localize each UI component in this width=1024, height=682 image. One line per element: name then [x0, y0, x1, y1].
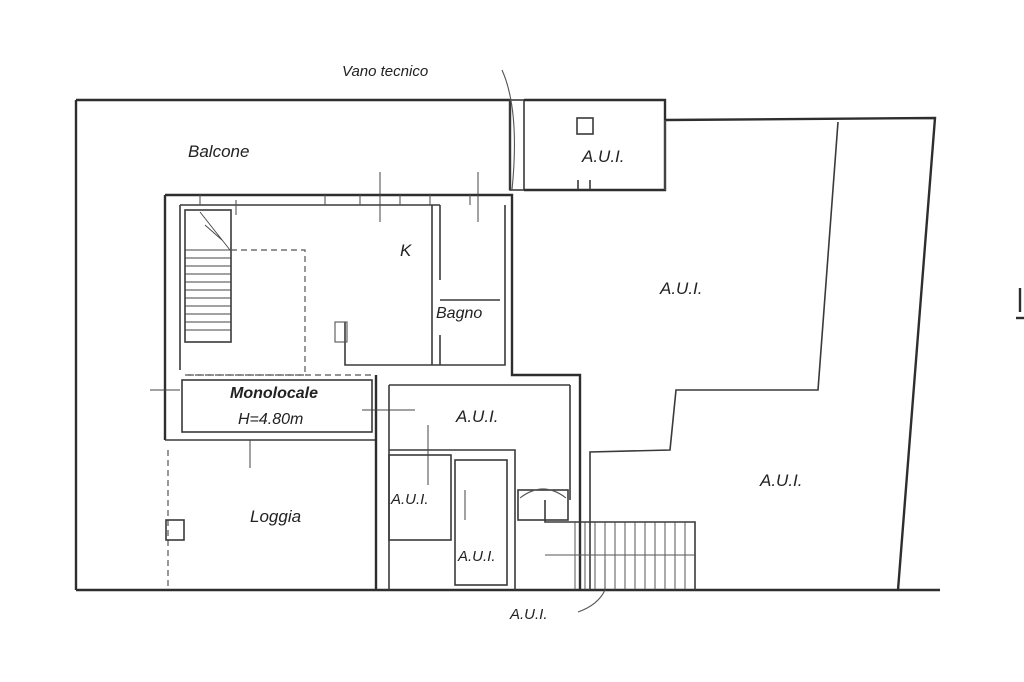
label-aui-bottom: A.U.I. [509, 606, 548, 623]
aui-small-rooms [388, 425, 516, 590]
label-aui-small-left: A.U.I. [390, 491, 429, 508]
outer-walls [74, 98, 940, 592]
stair-lower [517, 488, 696, 613]
aui-top-room [524, 98, 667, 192]
label-vano-tecnico: Vano tecnico [342, 63, 428, 80]
stair-upper [184, 195, 237, 343]
mezzanine-outline [185, 249, 375, 376]
aui-big-area [589, 116, 937, 591]
label-aui-center: A.U.I. [455, 407, 499, 426]
label-loggia: Loggia [250, 507, 301, 526]
apartment-walls [163, 193, 582, 590]
label-balcone: Balcone [188, 142, 249, 161]
loggia-edge [165, 450, 185, 590]
label-k: K [400, 241, 412, 260]
monolocale-walls [150, 172, 571, 590]
right-edge-fragment [1016, 288, 1024, 320]
label-aui-right: A.U.I. [759, 471, 803, 490]
label-aui-big: A.U.I. [659, 279, 703, 298]
bagno-walls [334, 205, 506, 366]
label-bagno: Bagno [436, 305, 482, 322]
label-aui-top: A.U.I. [581, 147, 625, 166]
label-monolocale: Monolocale [230, 385, 318, 402]
label-aui-small-mid: A.U.I. [457, 548, 496, 565]
label-height: H=4.80m [238, 411, 303, 428]
vano-tecnico-block [501, 69, 525, 191]
